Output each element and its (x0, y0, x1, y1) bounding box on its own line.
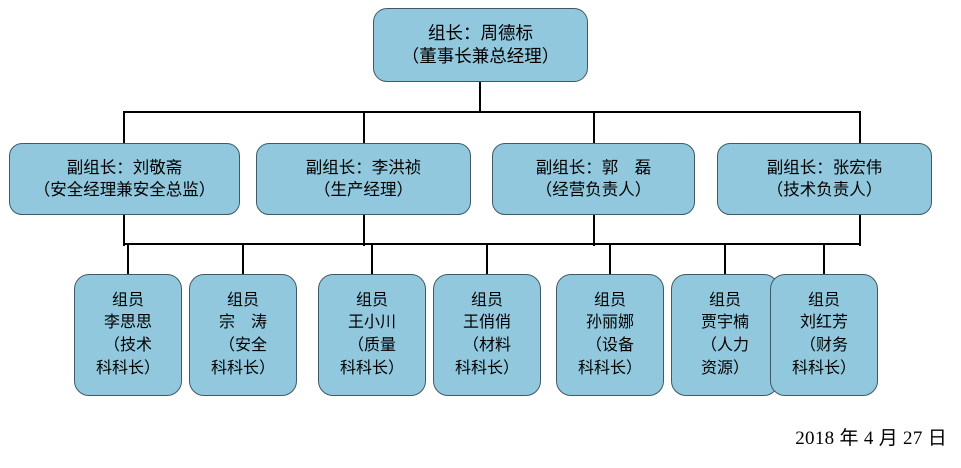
connector-deputy-drop-3 (859, 111, 862, 144)
node-member-hr[interactable]: 组员 贾宇楠 （人力 资源） (671, 274, 779, 396)
member-dept-line1: （设备 (585, 337, 634, 354)
member-dept-line1: （财务 (799, 337, 848, 354)
member-dept-line1: （安全 (218, 337, 267, 354)
leader-title: 组长：周德标 (428, 22, 533, 43)
member-dept-line2: 科科长） (577, 359, 642, 377)
member-dept-line1: （人力 (700, 337, 749, 354)
node-deputy-production[interactable]: 副组长：李洪祯 （生产经理） (256, 143, 471, 215)
member-role: 组员 (593, 291, 626, 309)
connector-deputy-riser-0 (123, 214, 126, 246)
connector-member-drop-4 (609, 243, 612, 276)
date-caption: 2018 年 4 月 27 日 (795, 428, 947, 449)
connector-member-drop-5 (724, 243, 727, 276)
deputy-title: 副组长：刘敬斋 (66, 157, 183, 177)
node-member-technical[interactable]: 组员 李思思 （技术 科科长） (74, 274, 182, 396)
connector-deputy-drop-2 (593, 111, 596, 144)
member-dept-line2: 科科长） (454, 359, 519, 377)
deputy-subtitle: （安全经理兼安全总监） (33, 180, 216, 199)
connector-deputy-drop-1 (363, 111, 366, 144)
connector-member-drop-1 (242, 243, 245, 276)
connector-deputy-riser-3 (859, 214, 862, 246)
deputy-title: 副组长：李洪祯 (305, 157, 422, 177)
connector-deputy-drop-0 (123, 111, 126, 144)
connector-member-drop-3 (486, 243, 489, 276)
member-role: 组员 (226, 291, 259, 309)
node-leader[interactable]: 组长：周德标 （董事长兼总经理） (373, 8, 588, 82)
member-dept-line1: （技术 (103, 337, 152, 354)
member-name: 王小川 (347, 314, 396, 332)
node-deputy-operations[interactable]: 副组长：郭 磊 （经营负责人） (492, 143, 695, 215)
node-member-safety[interactable]: 组员 宗 涛 （安全 科科长） (189, 274, 297, 396)
node-deputy-technical[interactable]: 副组长：张宏伟 （技术负责人） (717, 143, 932, 215)
deputy-title: 副组长：张宏伟 (766, 157, 883, 177)
member-name: 刘红芳 (799, 314, 848, 332)
member-dept-line2: 资源） (700, 359, 749, 377)
member-name: 王俏俏 (462, 314, 511, 332)
connector-deputy-riser-1 (363, 214, 366, 246)
member-role: 组员 (111, 291, 144, 309)
node-member-materials[interactable]: 组员 王俏俏 （材料 科科长） (433, 274, 541, 396)
connector-member-drop-6 (823, 243, 826, 276)
deputy-subtitle: （生产经理） (314, 180, 413, 199)
member-dept-line2: 科科长） (791, 359, 856, 377)
deputy-subtitle: （经营负责人） (535, 180, 652, 199)
node-deputy-safety[interactable]: 副组长：刘敬斋 （安全经理兼安全总监） (9, 143, 240, 215)
member-name: 孙丽娜 (585, 314, 634, 332)
connector-leader-stem (479, 82, 482, 113)
member-name: 贾宇楠 (700, 314, 749, 332)
member-dept-line1: （材料 (462, 337, 511, 354)
member-role: 组员 (708, 291, 741, 309)
member-name: 李思思 (103, 314, 152, 332)
connector-member-bus (123, 243, 861, 246)
member-name: 宗 涛 (218, 314, 267, 332)
connector-member-drop-2 (371, 243, 374, 276)
connector-deputy-riser-2 (593, 214, 596, 246)
member-dept-line2: 科科长） (210, 359, 275, 377)
connector-deputy-bus (123, 111, 861, 114)
member-role: 组员 (807, 291, 840, 309)
member-role: 组员 (470, 291, 503, 309)
node-member-finance[interactable]: 组员 刘红芳 （财务 科科长） (770, 274, 878, 396)
member-dept-line1: （质量 (347, 337, 396, 354)
leader-subtitle: （董事长兼总经理） (401, 46, 560, 66)
member-dept-line2: 科科长） (339, 359, 404, 377)
deputy-title: 副组长：郭 磊 (535, 157, 652, 177)
member-role: 组员 (355, 291, 388, 309)
deputy-subtitle: （技术负责人） (766, 180, 883, 199)
node-member-equipment[interactable]: 组员 孙丽娜 （设备 科科长） (556, 274, 664, 396)
connector-member-drop-0 (127, 243, 130, 276)
node-member-quality[interactable]: 组员 王小川 （质量 科科长） (318, 274, 426, 396)
member-dept-line2: 科科长） (95, 359, 160, 377)
